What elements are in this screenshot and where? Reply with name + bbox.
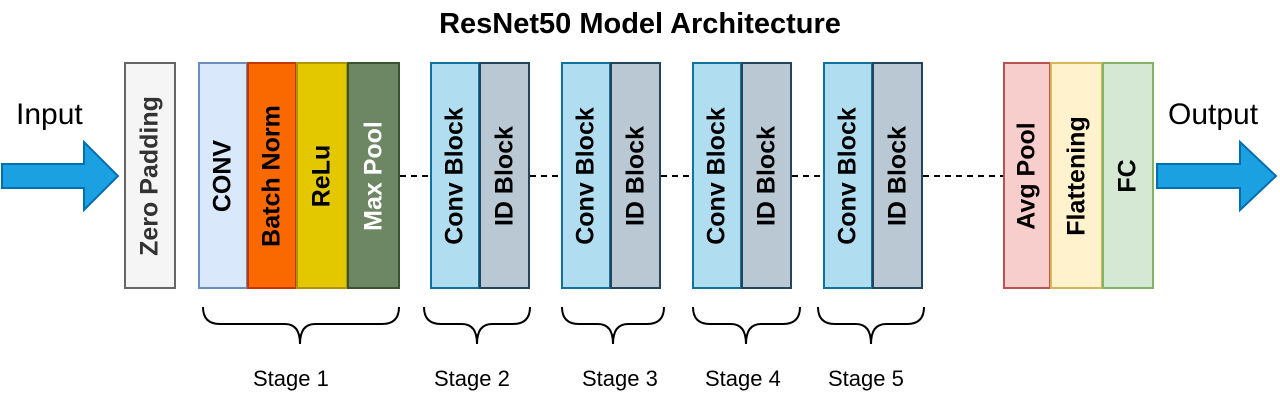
stage-2-brace-icon [423, 306, 531, 345]
batch-norm-label: Batch Norm [257, 104, 286, 247]
relu-label: ReLu [307, 144, 336, 207]
stage-2-label: Stage 2 [434, 366, 510, 391]
conv-block-stage4: Conv Block [692, 62, 742, 289]
stage-4-brace-icon [692, 306, 801, 345]
conv-block-stage1: CONV [198, 62, 248, 289]
max-pool-block: Max Pool [347, 62, 400, 289]
flattening-block: Flattening [1050, 62, 1103, 289]
fc-block: FC [1102, 62, 1154, 289]
input-arrow-shape [1, 139, 120, 213]
stage-1-brace-icon [202, 306, 400, 345]
zero-padding-label: Zero Padding [135, 95, 164, 256]
stage-5-brace-icon [817, 306, 925, 345]
stage-5-label: Stage 5 [828, 366, 904, 391]
input-arrow-icon [1, 139, 120, 213]
id-block-stage2: ID Block [479, 62, 530, 289]
conv-block-stage5: Conv Block [823, 62, 873, 289]
id-block-label: ID Block [621, 125, 649, 226]
conv-block-label: Conv Block [571, 106, 600, 245]
stage-3-label: Stage 3 [582, 366, 658, 391]
id-block-label: ID Block [490, 125, 518, 226]
stage-1-label: Stage 1 [253, 366, 329, 391]
id-block-stage4: ID Block [741, 62, 792, 289]
batch-norm-block: Batch Norm [247, 62, 297, 289]
conv-block-label: Conv Block [833, 106, 862, 245]
avg-pool-block: Avg Pool [1003, 62, 1051, 289]
id-block-label: ID Block [883, 125, 911, 226]
conv-label: CONV [208, 139, 237, 212]
fc-label: FC [1113, 158, 1142, 193]
conv-block-stage3: Conv Block [561, 62, 611, 289]
output-arrow-shape [1156, 139, 1278, 213]
input-label: Input [16, 98, 83, 131]
avg-pool-label: Avg Pool [1012, 121, 1041, 230]
flattening-label: Flattening [1062, 115, 1090, 236]
conv-block-label: Conv Block [702, 106, 731, 245]
relu-block: ReLu [296, 62, 348, 289]
output-arrow-icon [1156, 139, 1278, 213]
id-block-stage5: ID Block [872, 62, 923, 289]
stage-3-brace-icon [561, 306, 665, 345]
conv-block-label: Conv Block [440, 106, 469, 245]
conv-block-stage2: Conv Block [430, 62, 480, 289]
zero-padding-block: Zero Padding [124, 62, 176, 289]
output-label: Output [1168, 98, 1259, 131]
max-pool-label: Max Pool [359, 120, 387, 231]
diagram-title: ResNet50 Model Architecture [439, 8, 841, 40]
id-block-label: ID Block [752, 125, 780, 226]
stage-4-label: Stage 4 [705, 366, 781, 391]
id-block-stage3: ID Block [610, 62, 661, 289]
